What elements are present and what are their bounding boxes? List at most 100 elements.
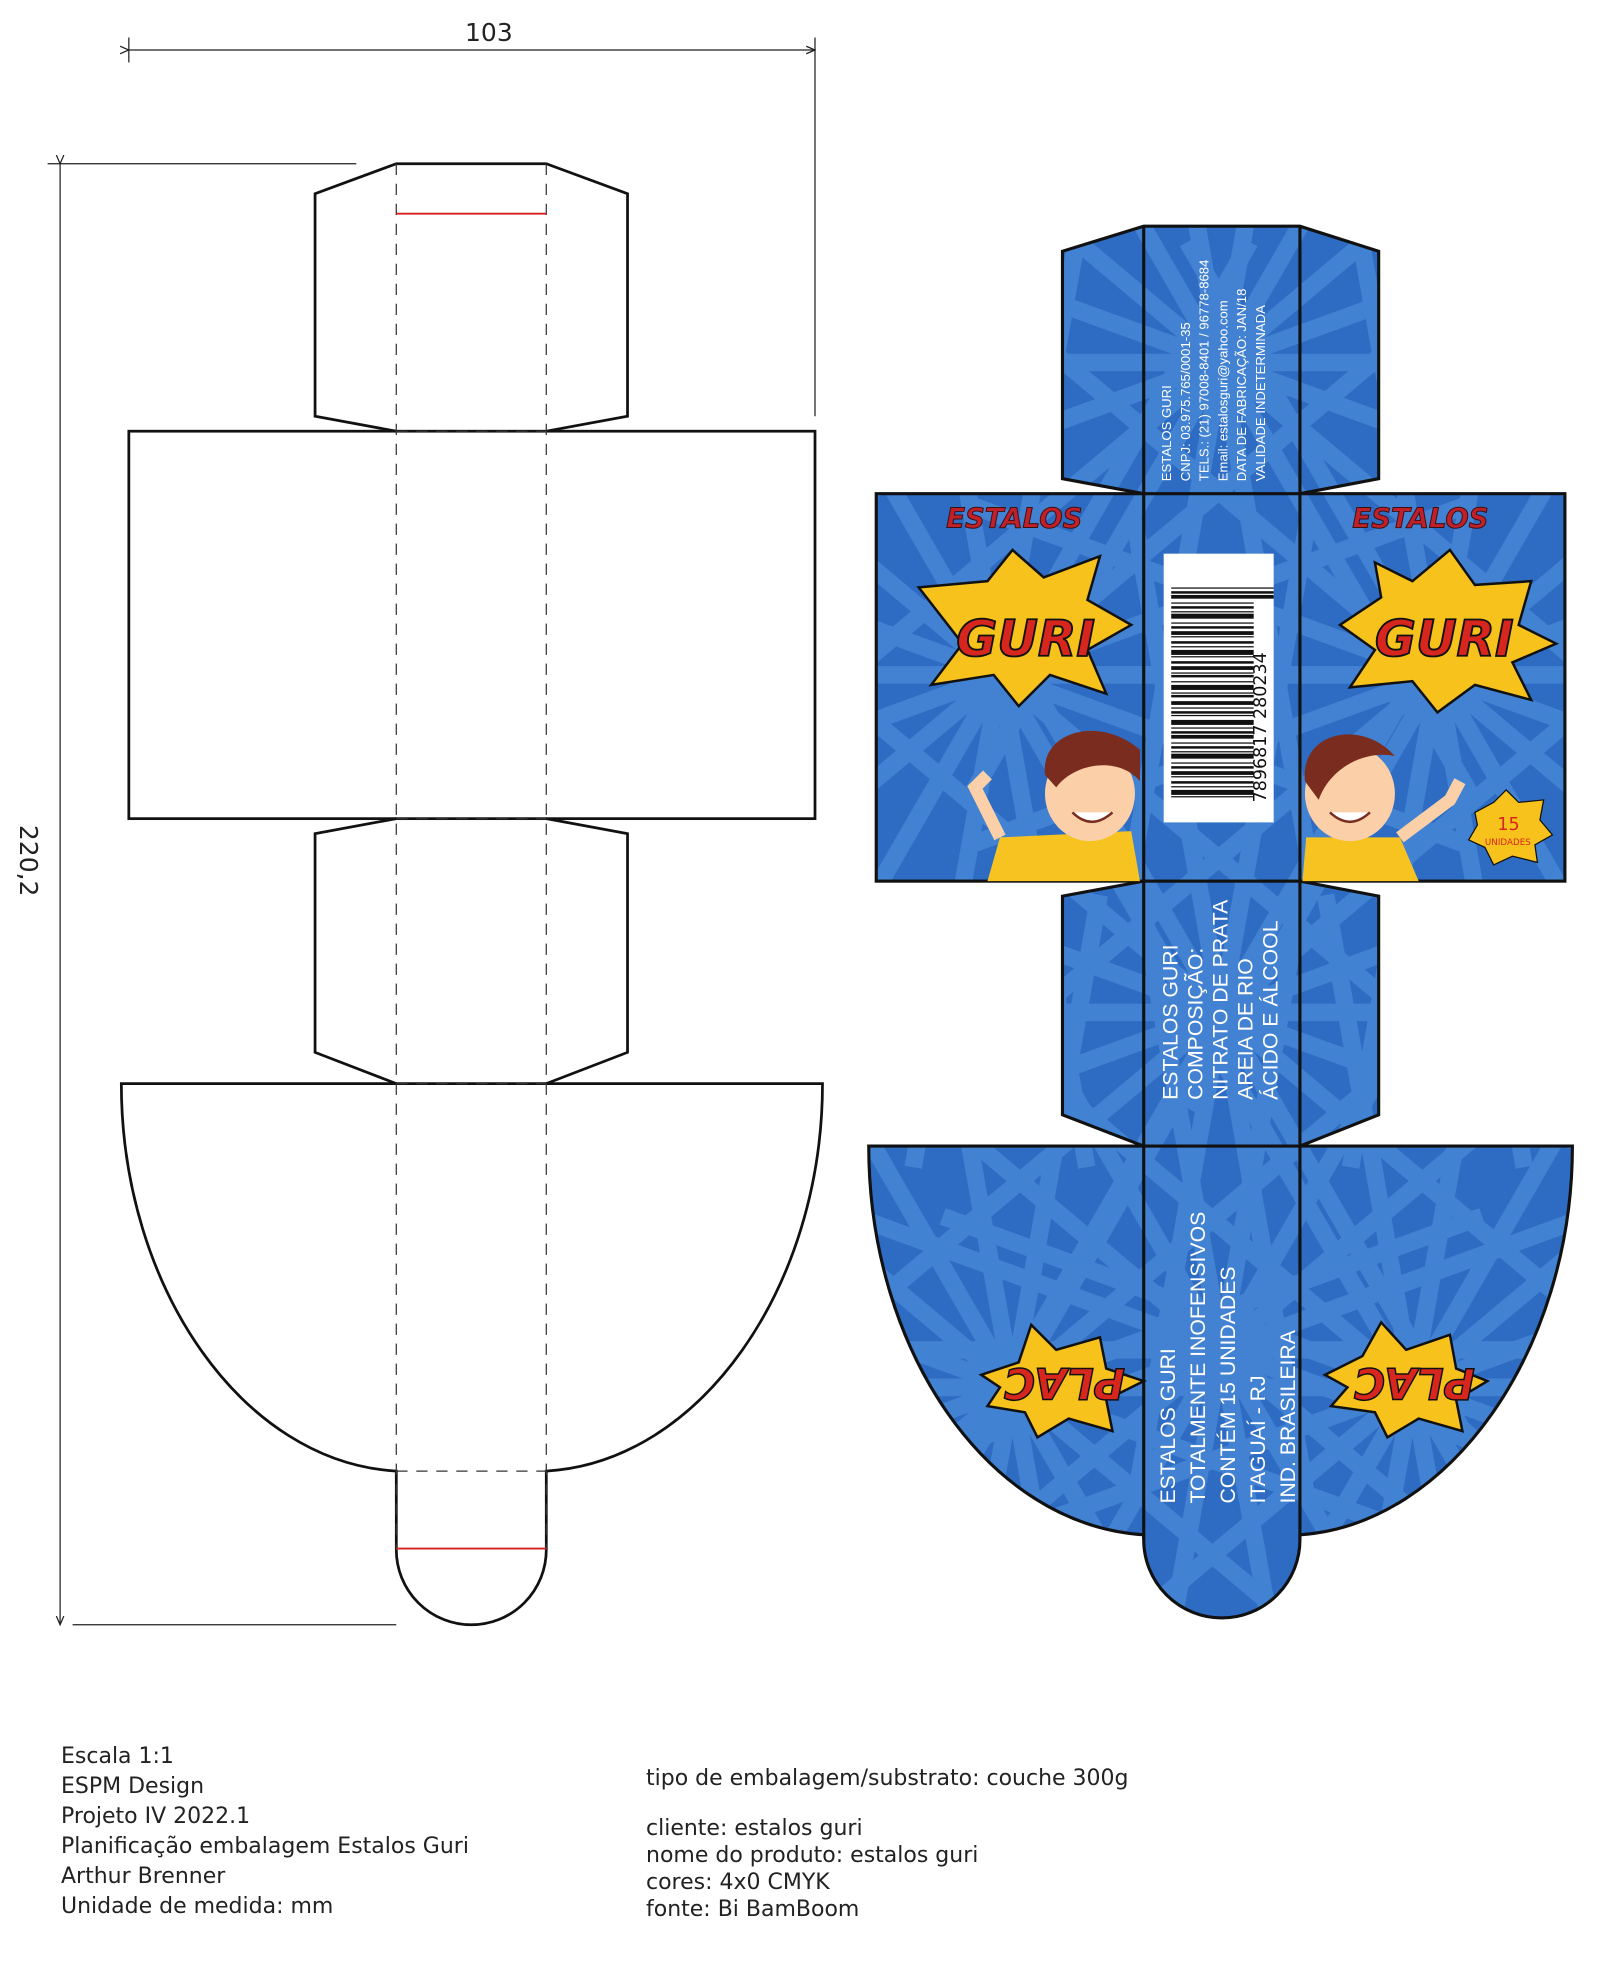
kid-illustration [1302,734,1466,882]
height-dimension: 220,2 [14,164,397,1625]
kid-illustration [967,730,1140,882]
barcode-bar [1171,796,1254,798]
barcode-bar [1171,789,1254,795]
svg-text:CNPJ: 03.975.765/0001-35: CNPJ: 03.975.765/0001-35 [1178,322,1193,481]
brand-big: GURI [956,610,1095,668]
svg-text:NITRATO DE PRATA: NITRATO DE PRATA [1208,899,1232,1100]
barcode-bar [1171,631,1254,635]
ray [868,1005,1227,1341]
barcode-bar [1171,776,1254,778]
unit-text: Unidade de medida: mm [61,1894,334,1919]
barcode-bar [1171,594,1274,599]
drawing-info-right: tipo de embalagem/substrato: couche 300g [646,1764,1129,1794]
burst-icon [1337,548,1560,715]
barcode: 7896817 280234 [1163,553,1274,823]
ray [1212,855,1317,1352]
drawing-info-left: Escala 1:1 ESPM Design Projeto IV 2022.1… [61,1742,469,1922]
school-text: ESPM Design [61,1774,205,1799]
client-text: cliente: estalos guri [646,1816,863,1841]
fold-lines [395,163,547,1550]
ray [1003,1385,1108,1618]
barcode-bar [1171,622,1254,624]
font-text: fonte: Bi BamBoom [646,1897,860,1922]
barcode-bar [1171,762,1254,764]
svg-text:TOTALMENTE INOFENSIVOS: TOTALMENTE INOFENSIVOS [1186,1212,1210,1504]
svg-text:VALIDADE INDETERMINADA: VALIDADE INDETERMINADA [1253,305,1268,481]
ray [1023,1380,1419,1618]
barcode-bar [1171,746,1254,749]
ray [1006,1059,1402,1395]
ray [868,1059,1019,1395]
barcode-bar [1171,613,1254,619]
ray [868,226,1227,370]
svg-text:TELS.: (21) 97008-8401 / 96778: TELS.: (21) 97008-8401 / 96778-8684 [1197,260,1212,482]
barcode-bar [1171,611,1254,613]
barcode-bar [1171,711,1254,714]
width-dimension: 103 [129,18,815,417]
barcode-number: 7896817 280234 [1251,652,1271,802]
ray [1434,666,1573,855]
colors-text: cores: 4x0 CMYK [646,1870,830,1895]
barcode-bar [1171,694,1254,698]
ray [1006,1380,1402,1618]
barcode-bar [1171,714,1254,717]
ray [1004,949,1271,1392]
project-text: Projeto IV 2022.1 [61,1804,251,1829]
svg-text:CONTÉM 15 UNIDADES: CONTÉM 15 UNIDADES [1215,1266,1240,1503]
barcode-bar [1171,766,1254,769]
bottom-panel-text: ESTALOS GURI TOTALMENTE INOFENSIVOS CONT… [1156,1212,1300,1504]
ray [868,1382,1021,1618]
barcode-bar [1171,751,1254,753]
ray [1215,226,1573,370]
svg-text:ESTALOS GURI: ESTALOS GURI [1159,385,1174,481]
ray [1406,1059,1573,1395]
ray [868,355,1227,691]
brand-small: ESTALOS [946,502,1082,534]
ray [1212,226,1317,364]
svg-text:ÁCIDO E ÁLCOOL: ÁCIDO E ÁLCOOL [1257,920,1282,1100]
svg-text:UNIDADES: UNIDADES [1485,838,1531,848]
barcode-bar [1171,684,1254,690]
svg-text:DATA DE FABRICAÇÃO: JAN/18: DATA DE FABRICAÇÃO: JAN/18 [1234,289,1249,482]
svg-text:PLAC: PLAC [1004,1358,1125,1407]
barcode-bar [1171,719,1254,725]
ray [917,1385,1022,1618]
barcode-bar [1171,672,1254,674]
barcode-bar [1171,641,1254,644]
plac-burst-right: PLAC [1322,1320,1491,1440]
barcode-bar [1171,781,1254,784]
ray [868,666,1003,855]
svg-text:IND. BRASILEIRA: IND. BRASILEIRA [1276,1329,1300,1503]
ray [939,1208,1416,1396]
ray [1125,226,1230,364]
ray [963,358,1229,800]
ray [1431,668,1573,1003]
ray [1404,1382,1573,1618]
top-flap-text: ESTALOS GURI CNPJ: 03.975.765/0001-35 TE… [1159,260,1268,482]
product-info: cliente: estalos guri nome do produto: e… [646,1815,978,1923]
barcode-bar [1171,771,1254,775]
barcode-bar [1171,636,1254,638]
barcode-bar [1171,587,1274,589]
barcode-bar [1171,786,1254,788]
barcode-bar [1171,649,1254,655]
barcode-bar [1171,692,1254,694]
ray [868,949,1021,1392]
barcode-bar [1171,734,1254,739]
plac-burst-left: PLAC [978,1322,1147,1440]
ray [868,495,1003,684]
barcode-bar [1171,727,1254,729]
svg-text:ITAGUAÍ - RJ: ITAGUAÍ - RJ [1245,1375,1270,1503]
ray [1316,1385,1422,1618]
scale-text: Escala 1:1 [61,1744,174,1769]
dieline-outline [119,162,824,1627]
barcode-bar [1171,681,1254,683]
front-panel-left: ESTALOS GURI [916,502,1140,882]
front-panel-right: ESTALOS GURI 15 UNIDADES [1302,502,1560,882]
svg-text:ESTALOS GURI: ESTALOS GURI [1156,1348,1180,1503]
barcode-bar [1171,656,1254,658]
ray [868,1379,1016,1567]
barcode-bar [1171,661,1254,664]
printed-outline [867,224,1574,1620]
